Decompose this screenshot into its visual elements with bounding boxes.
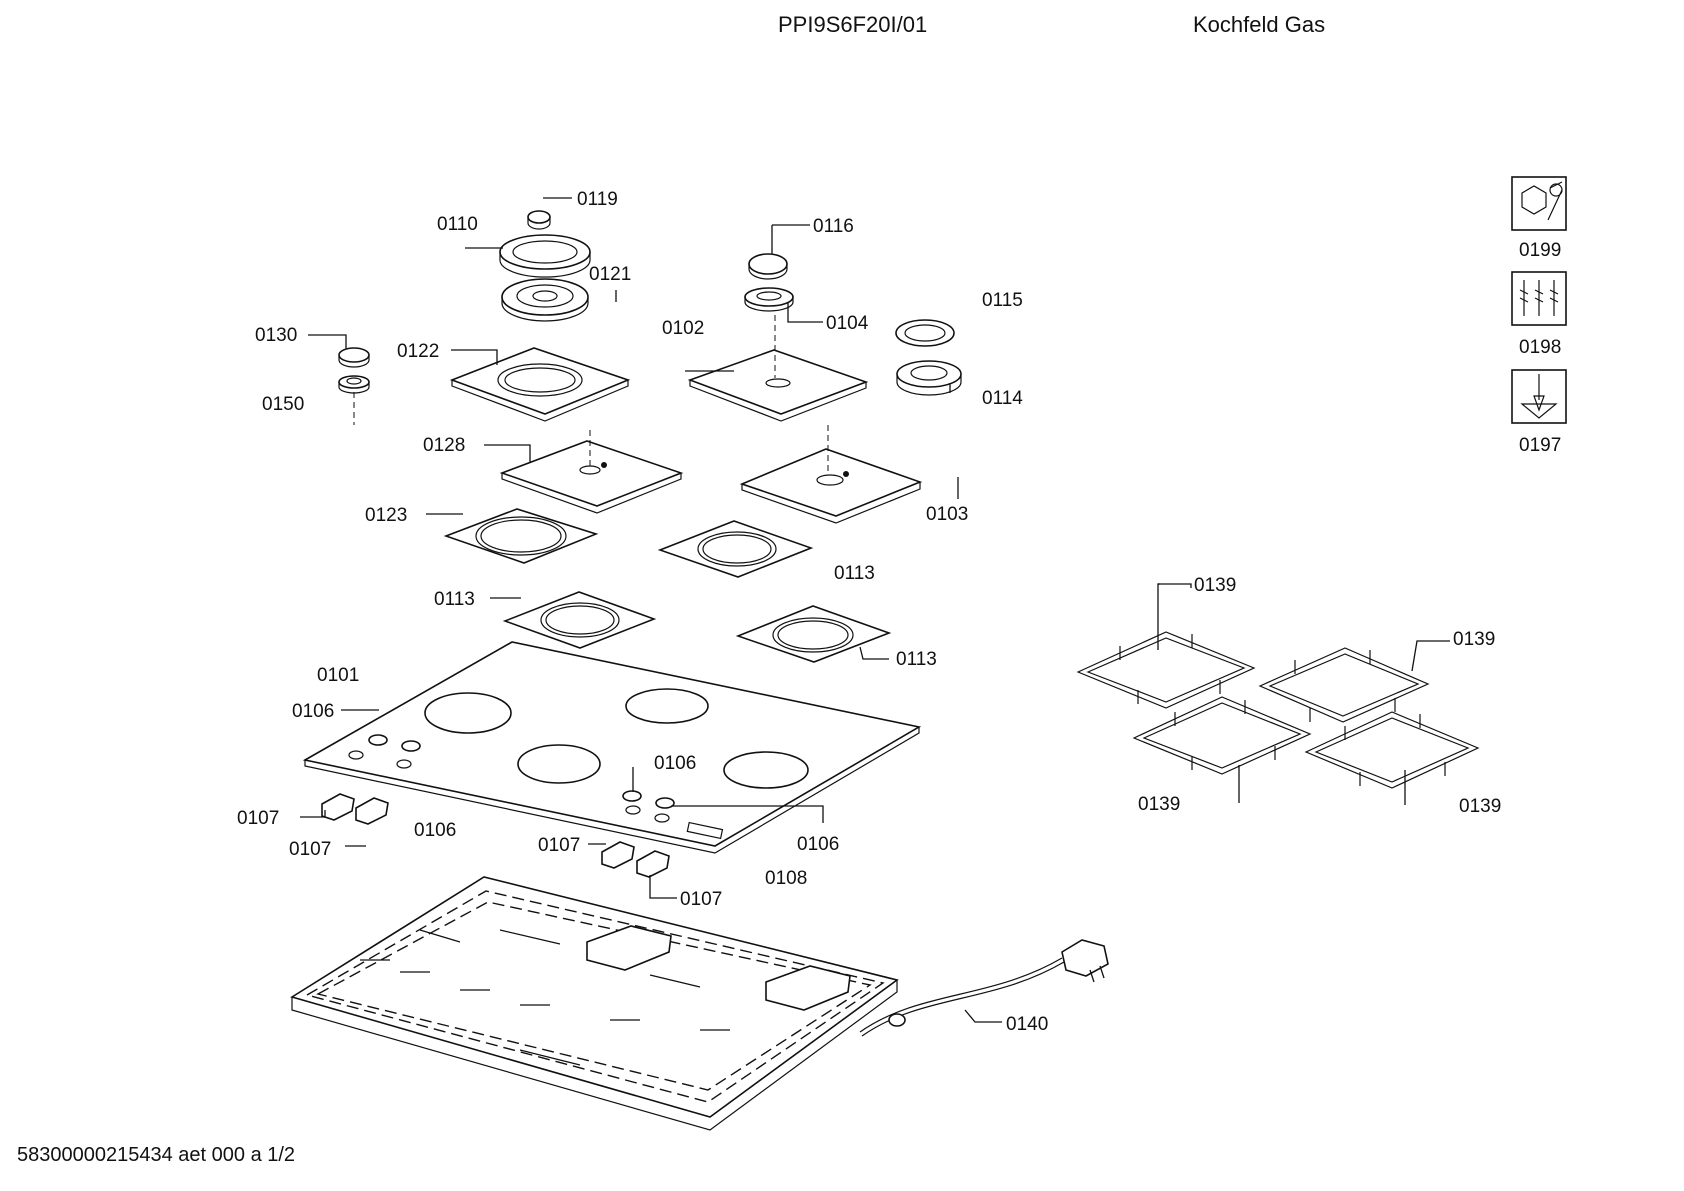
model-number: PPI9S6F20I/01 — [778, 12, 928, 37]
label-0103: 0103 — [926, 504, 968, 525]
label-0107-d: 0107 — [680, 889, 722, 910]
part-labels: 0119 0110 0121 0116 0104 0115 0114 0102 … — [237, 189, 1561, 1035]
label-0119: 0119 — [577, 189, 618, 210]
leader-lines — [300, 197, 1450, 1023]
document-id: 58300000215434 aet 000 a 1/2 — [17, 1144, 296, 1166]
label-0106-right: 0106 — [797, 834, 839, 855]
label-0123: 0123 — [365, 505, 407, 526]
page-title: Kochfeld Gas — [1193, 12, 1326, 37]
label-0113-upper: 0113 — [834, 563, 875, 584]
label-0104: 0104 — [826, 313, 869, 334]
pan-support — [1076, 631, 1480, 789]
label-0116: 0116 — [813, 216, 854, 237]
label-0139-d: 0139 — [1459, 796, 1501, 817]
label-0198: 0198 — [1519, 337, 1561, 358]
burner-cap-small — [527, 210, 551, 230]
label-0199: 0199 — [1519, 240, 1561, 261]
label-0110: 0110 — [437, 214, 478, 235]
label-0107-a: 0107 — [237, 808, 279, 829]
label-0115: 0115 — [982, 290, 1023, 311]
label-0121: 0121 — [589, 264, 631, 285]
label-0106-left: 0106 — [292, 701, 334, 722]
plate-0128 — [499, 440, 684, 514]
burner-cap-medium — [748, 253, 788, 280]
label-0102: 0102 — [662, 318, 704, 339]
label-0101: 0101 — [317, 665, 359, 686]
wrench-hex-icon — [1511, 176, 1567, 231]
screwdriver-icon — [1511, 369, 1567, 424]
burner-base — [501, 278, 589, 322]
label-0130: 0130 — [255, 325, 297, 346]
plate-0103 — [739, 448, 923, 524]
label-0113-left: 0113 — [434, 589, 475, 610]
power-cord — [859, 939, 1109, 1037]
label-0140: 0140 — [1006, 1014, 1048, 1035]
label-0122: 0122 — [397, 341, 439, 362]
burner-head-medium — [744, 287, 794, 312]
label-0197: 0197 — [1519, 435, 1561, 456]
label-0108: 0108 — [765, 868, 807, 889]
label-0139-c: 0139 — [1138, 794, 1180, 815]
label-0106-mid: 0106 — [654, 753, 696, 774]
gasket-0123-left — [443, 508, 599, 564]
label-0139-a: 0139 — [1194, 575, 1236, 596]
burner-ring-right — [895, 319, 955, 347]
plate-0122 — [449, 347, 631, 422]
control-knob — [321, 793, 670, 878]
gasket-0113-left — [502, 591, 657, 649]
label-0150: 0150 — [262, 394, 304, 415]
label-0107-c: 0107 — [538, 835, 580, 856]
plate-0102 — [687, 349, 869, 422]
burner-base-right — [896, 360, 962, 396]
label-0113-right: 0113 — [896, 649, 937, 670]
gasket-0123-right — [657, 520, 814, 578]
label-0114: 0114 — [982, 388, 1023, 409]
label-0139-b: 0139 — [1453, 629, 1495, 650]
burner-ring — [499, 234, 591, 278]
small-burner-head — [338, 375, 370, 394]
label-0106-bottom: 0106 — [414, 820, 456, 841]
screws-icon — [1511, 271, 1567, 326]
gasket-0113-right — [735, 605, 892, 663]
hob-top-plate — [302, 641, 922, 854]
base-tray — [290, 876, 899, 1131]
valve-spindle — [368, 734, 675, 809]
small-burner-cap — [338, 347, 370, 368]
label-0107-b: 0107 — [289, 839, 331, 860]
label-0128: 0128 — [423, 435, 465, 456]
